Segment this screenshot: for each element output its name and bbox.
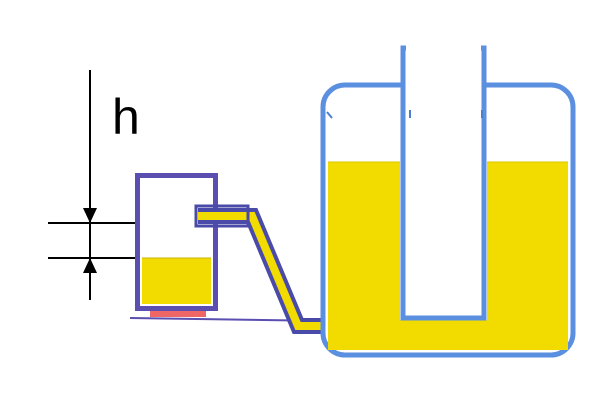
u-tube-vessel — [320, 44, 576, 358]
vessel-scale-marks — [326, 110, 483, 119]
u-tube-liquid-right — [487, 162, 568, 350]
height-label: h — [112, 89, 140, 145]
small-reservoir — [135, 173, 218, 311]
u-tube-opening — [406, 44, 481, 90]
dimension-arrow-down — [83, 208, 97, 223]
heater-plate — [150, 311, 206, 317]
u-tube-divider — [400, 45, 487, 321]
small-reservoir-liquid — [142, 258, 211, 304]
scale-mark — [326, 111, 333, 119]
dimension-arrow-up — [83, 258, 97, 273]
u-tube-liquid-left — [328, 162, 400, 350]
u-tube-liquid-bottom — [328, 320, 568, 350]
tube-nozzle — [194, 204, 250, 228]
